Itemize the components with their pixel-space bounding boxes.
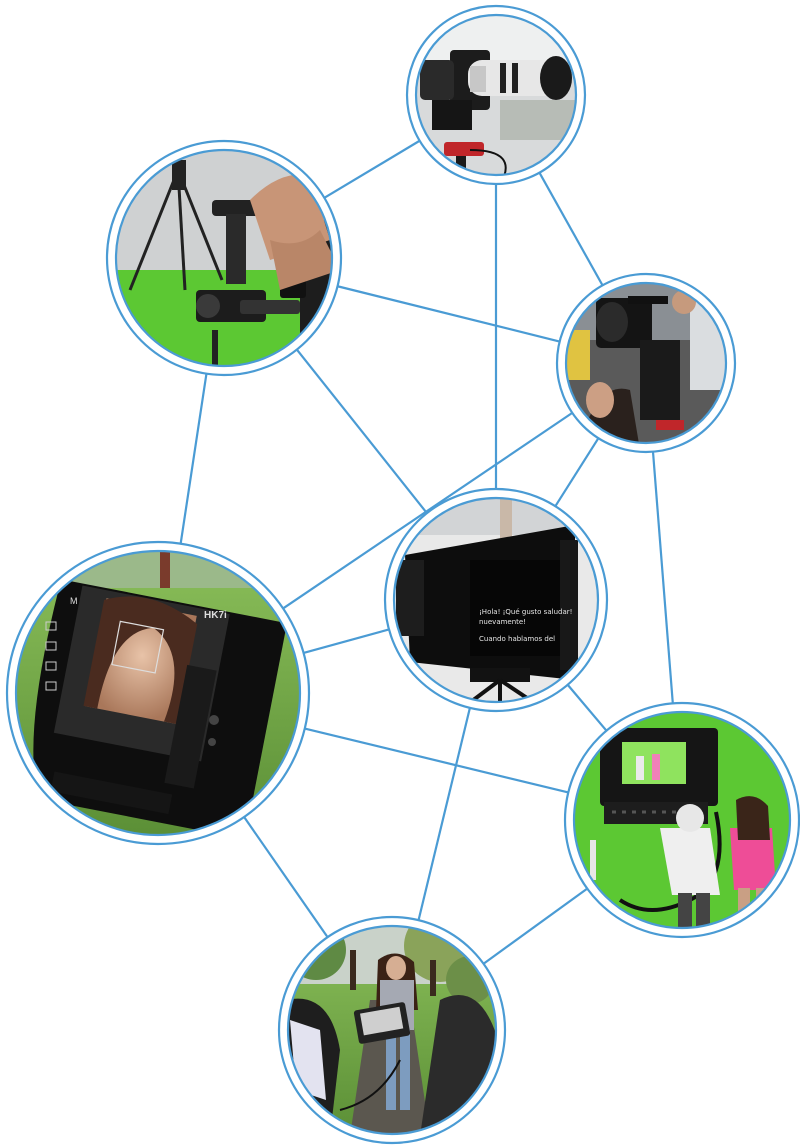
edge-field-monitor-to-park-shoot xyxy=(243,816,329,938)
connection-lines xyxy=(179,139,674,965)
gimbal-stabilizer-node xyxy=(105,139,343,377)
edge-gimbal-stabilizer-to-crew-camera xyxy=(337,285,560,343)
edge-gimbal-stabilizer-to-teleprompter xyxy=(295,348,428,514)
monitor-mode-label: M xyxy=(70,596,78,606)
prompter-line-1: ¡Hola! ¡Qué gusto saludar! xyxy=(479,608,572,616)
edge-gimbal-stabilizer-to-field-monitor xyxy=(179,373,208,544)
edge-field-monitor-to-green-screen xyxy=(304,727,569,794)
edge-green-screen-to-park-shoot xyxy=(482,887,588,965)
edge-crew-camera-to-green-screen xyxy=(651,451,674,704)
edge-teleprompter-to-green-screen xyxy=(566,684,608,732)
crew-camera-node xyxy=(555,272,737,454)
edge-crew-camera-to-teleprompter xyxy=(554,437,600,507)
prompter-line-2: nuevamente! xyxy=(479,618,526,626)
edge-field-monitor-to-teleprompter xyxy=(303,628,390,655)
camera-rig-node xyxy=(405,4,587,186)
monitor-brand-label: HK7i xyxy=(204,610,227,621)
edge-teleprompter-to-park-shoot xyxy=(417,707,471,921)
edge-camera-rig-to-gimbal-stabilizer xyxy=(323,139,421,199)
park-shoot-node xyxy=(277,915,507,1145)
green-screen-node xyxy=(563,701,800,939)
field-monitor-node: HK7i M xyxy=(5,540,311,846)
teleprompter-node: ¡Hola! ¡Qué gusto saludar! nuevamente! C… xyxy=(383,487,609,713)
edge-camera-rig-to-crew-camera xyxy=(538,172,604,286)
edge-crew-camera-to-field-monitor xyxy=(282,411,573,610)
prompter-line-3: Cuando hablamos del xyxy=(479,635,555,643)
